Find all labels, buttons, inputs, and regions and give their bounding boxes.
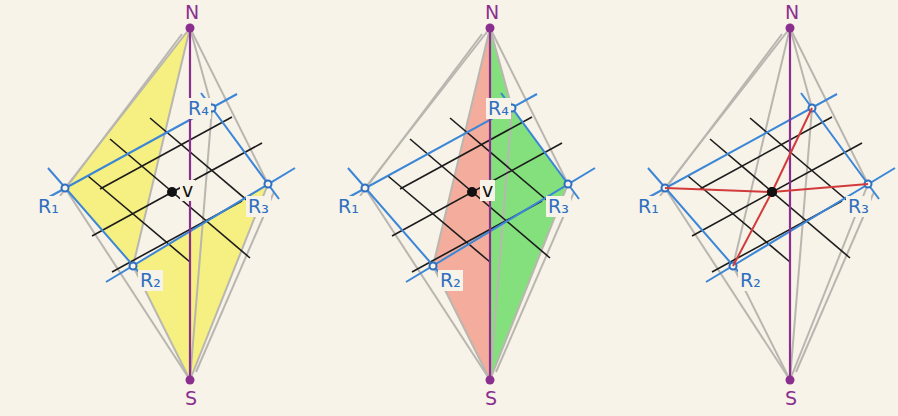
vertex-label: R₂ [738, 270, 763, 291]
point-label: v [480, 180, 495, 201]
vertex-label: S [783, 388, 799, 409]
vertex-label: S [483, 388, 499, 409]
vertex-label: R₃ [546, 196, 571, 217]
vertex-label: R₄ [486, 98, 511, 119]
vertex-label: N [783, 2, 801, 23]
vertex-label: R₃ [246, 196, 271, 217]
vertex-label: R₄ [186, 98, 211, 119]
vertex-label: R₁ [636, 196, 661, 217]
vertex-label: S [183, 388, 199, 409]
vertex-label: R₃ [846, 196, 871, 217]
vertex-label: R₁ [36, 196, 61, 217]
point-label: v [180, 180, 195, 201]
vertex-label: R₂ [438, 270, 463, 291]
vertex-label: R₁ [336, 196, 361, 217]
vertex-label: R₂ [138, 270, 163, 291]
vertex-label: N [483, 2, 501, 23]
vertex-label: N [183, 2, 201, 23]
